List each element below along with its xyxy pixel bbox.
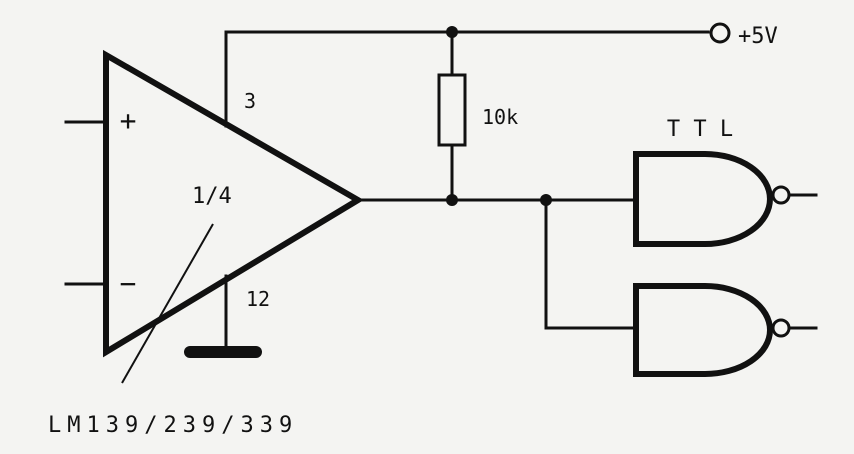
nand-gate-2 (633, 283, 773, 377)
pullup-resistor (437, 73, 467, 147)
nand-gate-1 (633, 151, 773, 247)
pin-12-label: 12 (246, 287, 270, 311)
plus-sign: + (120, 104, 137, 137)
resistor-value-label: 10k (482, 105, 518, 129)
supply-label: +5V (738, 24, 778, 49)
second-gate-feed-wire (544, 198, 636, 330)
part-number-label: LM139/239/339 (48, 413, 298, 438)
supply-rail-wire (224, 30, 710, 128)
ttl-label: T T L (667, 117, 733, 142)
pin-3-label: 3 (244, 89, 256, 113)
minus-sign: − (120, 267, 137, 300)
junction-supply (446, 26, 458, 38)
supply-terminal (709, 22, 731, 44)
junction-branch (540, 194, 552, 206)
comparator-triangle (103, 49, 364, 358)
part-leader-line (121, 223, 214, 384)
fraction-label: 1/4 (192, 184, 232, 209)
nand-gate-2-bubble (771, 318, 791, 338)
nand-gate-1-bubble (771, 185, 791, 205)
junction-output (446, 194, 458, 206)
